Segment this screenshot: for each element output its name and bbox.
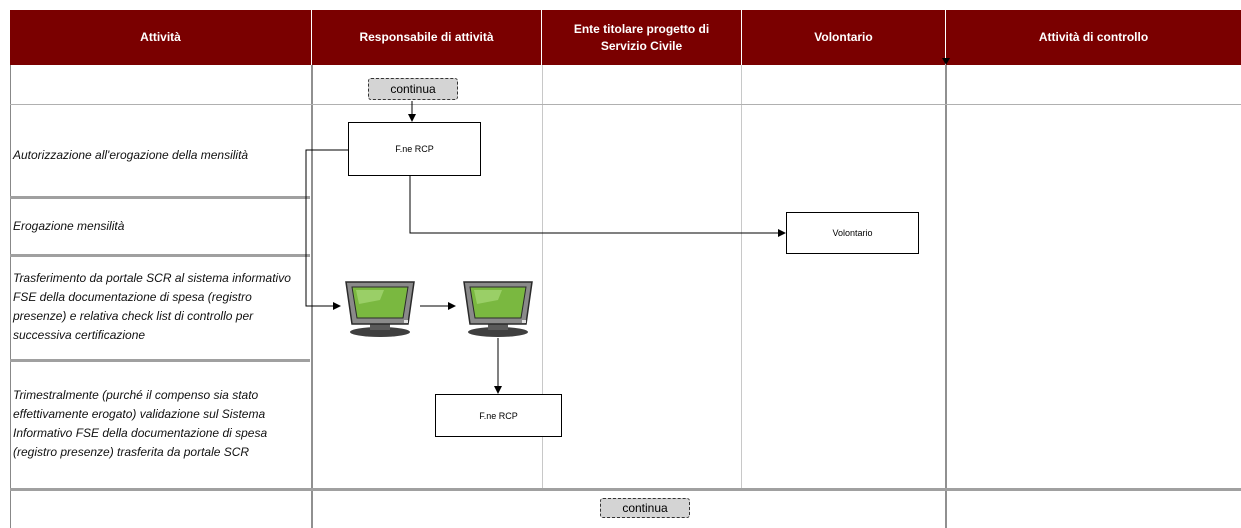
arrow-fne-to-volontario [409,176,786,237]
arrow-fne-to-computer1 [305,149,348,310]
continua-top-connector: continua [368,78,458,100]
grid-col-divider-3 [741,65,742,488]
header-ente-label-line1: Ente titolare progetto di [573,21,710,36]
grid-row-line-4 [10,359,310,362]
header-responsabile: Responsabile di attività [312,10,542,65]
activity-trimestralmente-text: Trimestralmente (purché il compenso sia … [13,388,268,459]
continua-top-label: continua [390,82,436,96]
header-controllo-label: Attività di controllo [1038,30,1149,44]
activity-trimestralmente: Trimestralmente (purché il compenso sia … [10,361,306,487]
continua-bottom-connector: continua [600,498,690,518]
grid-col-divider-1 [311,65,313,528]
fne-rcp-box-2: F.ne RCP [435,394,562,437]
grid-row-line-2 [10,196,310,199]
grid-col-divider-4 [945,65,947,528]
activity-trasferimento: Trasferimento da portale SCR al sistema … [10,256,306,358]
header-attivita: Attività [10,10,312,65]
activity-erogazione: Erogazione mensilità [10,198,306,254]
grid-col-divider-2 [542,65,543,488]
computer-monitor-icon [463,281,533,337]
computer-monitor-icon [345,281,415,337]
activity-autorizzazione-text: Autorizzazione all'erogazione della mens… [13,147,249,162]
fne-rcp-1-label: F.ne RCP [395,144,434,154]
activity-trasferimento-text: Trasferimento da portale SCR al sistema … [13,271,291,342]
grid-row-line-5 [10,488,1241,491]
volontario-box: Volontario [786,212,919,254]
header-volontario-label: Volontario [814,30,873,44]
grid-left-border [10,65,11,528]
fne-rcp-box-1: F.ne RCP [348,122,481,176]
header-responsabile-label: Responsabile di attività [359,30,494,44]
header-volontario: Volontario [742,10,946,65]
header-attivita-label: Attività [140,30,181,44]
activity-erogazione-text: Erogazione mensilità [13,218,125,233]
grid-row-line-3 [10,254,310,257]
header-controllo: Attività di controllo [946,10,1241,65]
grid-row-line-1 [10,104,1241,105]
activity-autorizzazione: Autorizzazione all'erogazione della mens… [10,130,270,180]
header-corner-marker [942,58,950,65]
volontario-box-label: Volontario [832,228,873,238]
header-ente: Ente titolare progetto di Servizio Civil… [542,10,742,65]
fne-rcp-2-label: F.ne RCP [479,410,518,421]
continua-bottom-label: continua [622,501,668,515]
header-ente-label-line2: Servizio Civile [600,38,683,53]
